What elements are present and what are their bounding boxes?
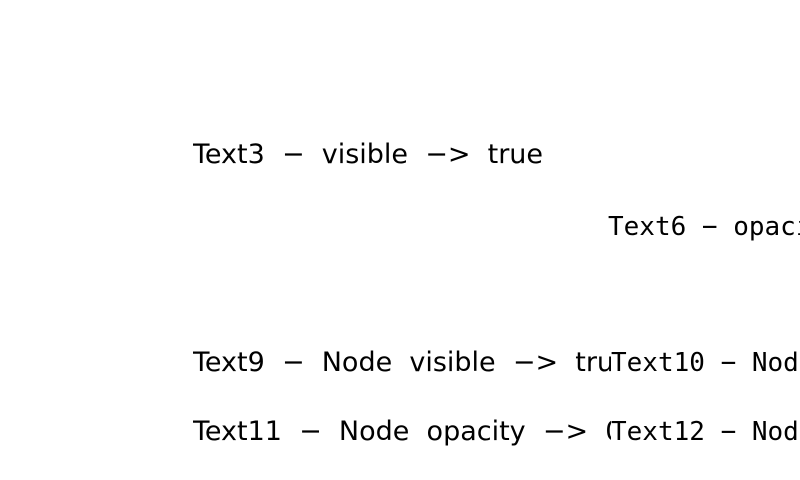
text-item-text11: Text11 − Node opacity −> 0.5 [193,416,611,447]
text-item-text9: Text9 − Node visible −> true [193,347,611,378]
text-item-text12: Text12 − Node opacity −> 0.5 [611,417,800,447]
text-item-text10: Text10 − Node visible −> true [611,348,800,378]
text-item-text6: Text6 − opacity −> 0.5 [608,212,800,242]
text-item-text3: Text3 − visible −> true [193,139,544,170]
